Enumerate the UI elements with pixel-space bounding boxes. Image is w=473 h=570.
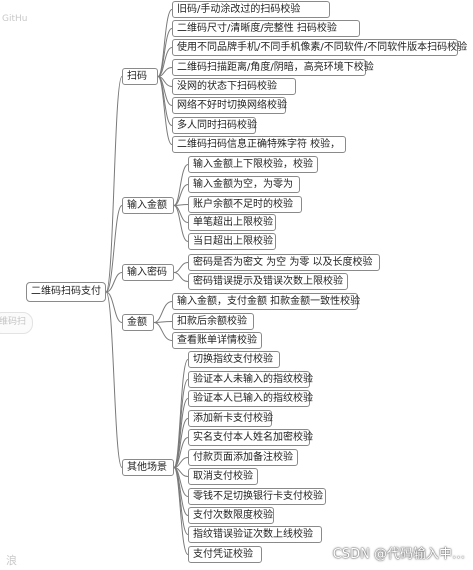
- branch-node[interactable]: 其他场景: [122, 459, 174, 476]
- ghost-text-top: GitHu: [2, 14, 28, 24]
- leaf-node[interactable]: 扣款后余额校验: [172, 313, 254, 330]
- leaf-node[interactable]: 查看账单详情校验: [172, 332, 262, 349]
- leaf-node[interactable]: 账户余额不足时的校验: [188, 196, 302, 213]
- leaf-node[interactable]: 旧码/手动涂改过的扫码校验: [172, 1, 330, 18]
- branch-leaf-connector: [173, 272, 189, 282]
- leaf-node[interactable]: 网络不好时切换网络校验: [172, 97, 287, 114]
- leaf-node[interactable]: 输入金额上下限校验，校验: [188, 156, 318, 173]
- leaf-node[interactable]: 二维码尺寸/清晰度/完整性 扫码校验: [172, 20, 360, 37]
- leaf-node[interactable]: 没网的状态下扫码校验: [172, 78, 296, 95]
- leaf-node[interactable]: 验证本人未输入的指纹校验: [188, 371, 313, 388]
- root-node[interactable]: 二维码扫码支付: [26, 282, 106, 302]
- ghost-pill-left: 维码扫: [0, 312, 34, 334]
- leaf-node[interactable]: 密码是否为密文 为空 为零 以及长度校验: [188, 254, 380, 271]
- leaf-node[interactable]: 添加新卡支付校验: [188, 410, 273, 427]
- leaf-node[interactable]: 多人同时扫码校验: [172, 117, 257, 134]
- leaf-node[interactable]: 使用不同品牌手机/不同手机像素/不同软件/不同软件版本扫码校验: [172, 39, 467, 56]
- branch-leaf-connector: [173, 437, 189, 468]
- leaf-node[interactable]: 支付凭证校验: [188, 546, 262, 563]
- branch-leaf-connector: [173, 262, 189, 273]
- leaf-node[interactable]: 密码错误提示及错误次数上限校验: [188, 273, 348, 290]
- leaf-node[interactable]: 当日超出上限校验: [188, 233, 276, 250]
- root-branch-connector: [105, 76, 123, 293]
- branch-leaf-connector: [173, 164, 189, 206]
- root-branch-connector: [105, 291, 123, 323]
- branch-leaf-connector: [173, 184, 189, 206]
- leaf-node[interactable]: 二维码扫码信息正确特殊字符 校验，: [172, 136, 346, 153]
- branch-leaf-connector: [173, 379, 189, 468]
- branch-leaf-connector: [173, 205, 189, 242]
- branch-leaf-connector: [173, 467, 189, 535]
- branch-node[interactable]: 输入金额: [122, 197, 174, 214]
- leaf-node[interactable]: 零钱不足切换银行卡支付校验: [188, 488, 326, 505]
- branch-node[interactable]: 扫码: [122, 68, 158, 85]
- root-branch-connector: [105, 272, 123, 293]
- root-branch-connector: [105, 291, 123, 468]
- leaf-node[interactable]: 输入金额为空，为零为: [188, 176, 300, 193]
- csdn-watermark: CSDN @代码输入中…: [332, 547, 465, 562]
- leaf-node[interactable]: 付款页面添加备注校验: [188, 449, 298, 466]
- ghost-text-bottom: 浪: [6, 554, 17, 567]
- branch-leaf-connector: [157, 9, 173, 77]
- leaf-node[interactable]: 单笔超出上限校验: [188, 214, 276, 231]
- root-branch-connector: [105, 205, 123, 293]
- leaf-node[interactable]: 输入金额，支付金额 扣款金额一致性校验: [172, 293, 360, 310]
- leaf-node[interactable]: 指纹错误验证次数上线校验: [188, 526, 322, 543]
- leaf-node[interactable]: 切换指纹支付校验: [188, 351, 280, 368]
- leaf-node[interactable]: 验证本人已输入的指纹校验: [188, 390, 313, 407]
- branch-leaf-connector: [157, 47, 173, 77]
- leaf-node[interactable]: 支付次数限度校验: [188, 507, 274, 524]
- branch-leaf-connector: [173, 467, 189, 555]
- branch-node[interactable]: 金额: [122, 314, 154, 331]
- branch-leaf-connector: [153, 301, 173, 323]
- leaf-node[interactable]: 实名支付本人姓名加密校验: [188, 429, 313, 446]
- leaf-node[interactable]: 取消支付校验: [188, 468, 258, 485]
- branch-node[interactable]: 输入密码: [122, 264, 174, 281]
- branch-leaf-connector: [153, 322, 173, 341]
- leaf-node[interactable]: 二维码扫描距离/角度/阴暗，高亮环境下校验: [172, 59, 374, 76]
- branch-leaf-connector: [157, 76, 173, 145]
